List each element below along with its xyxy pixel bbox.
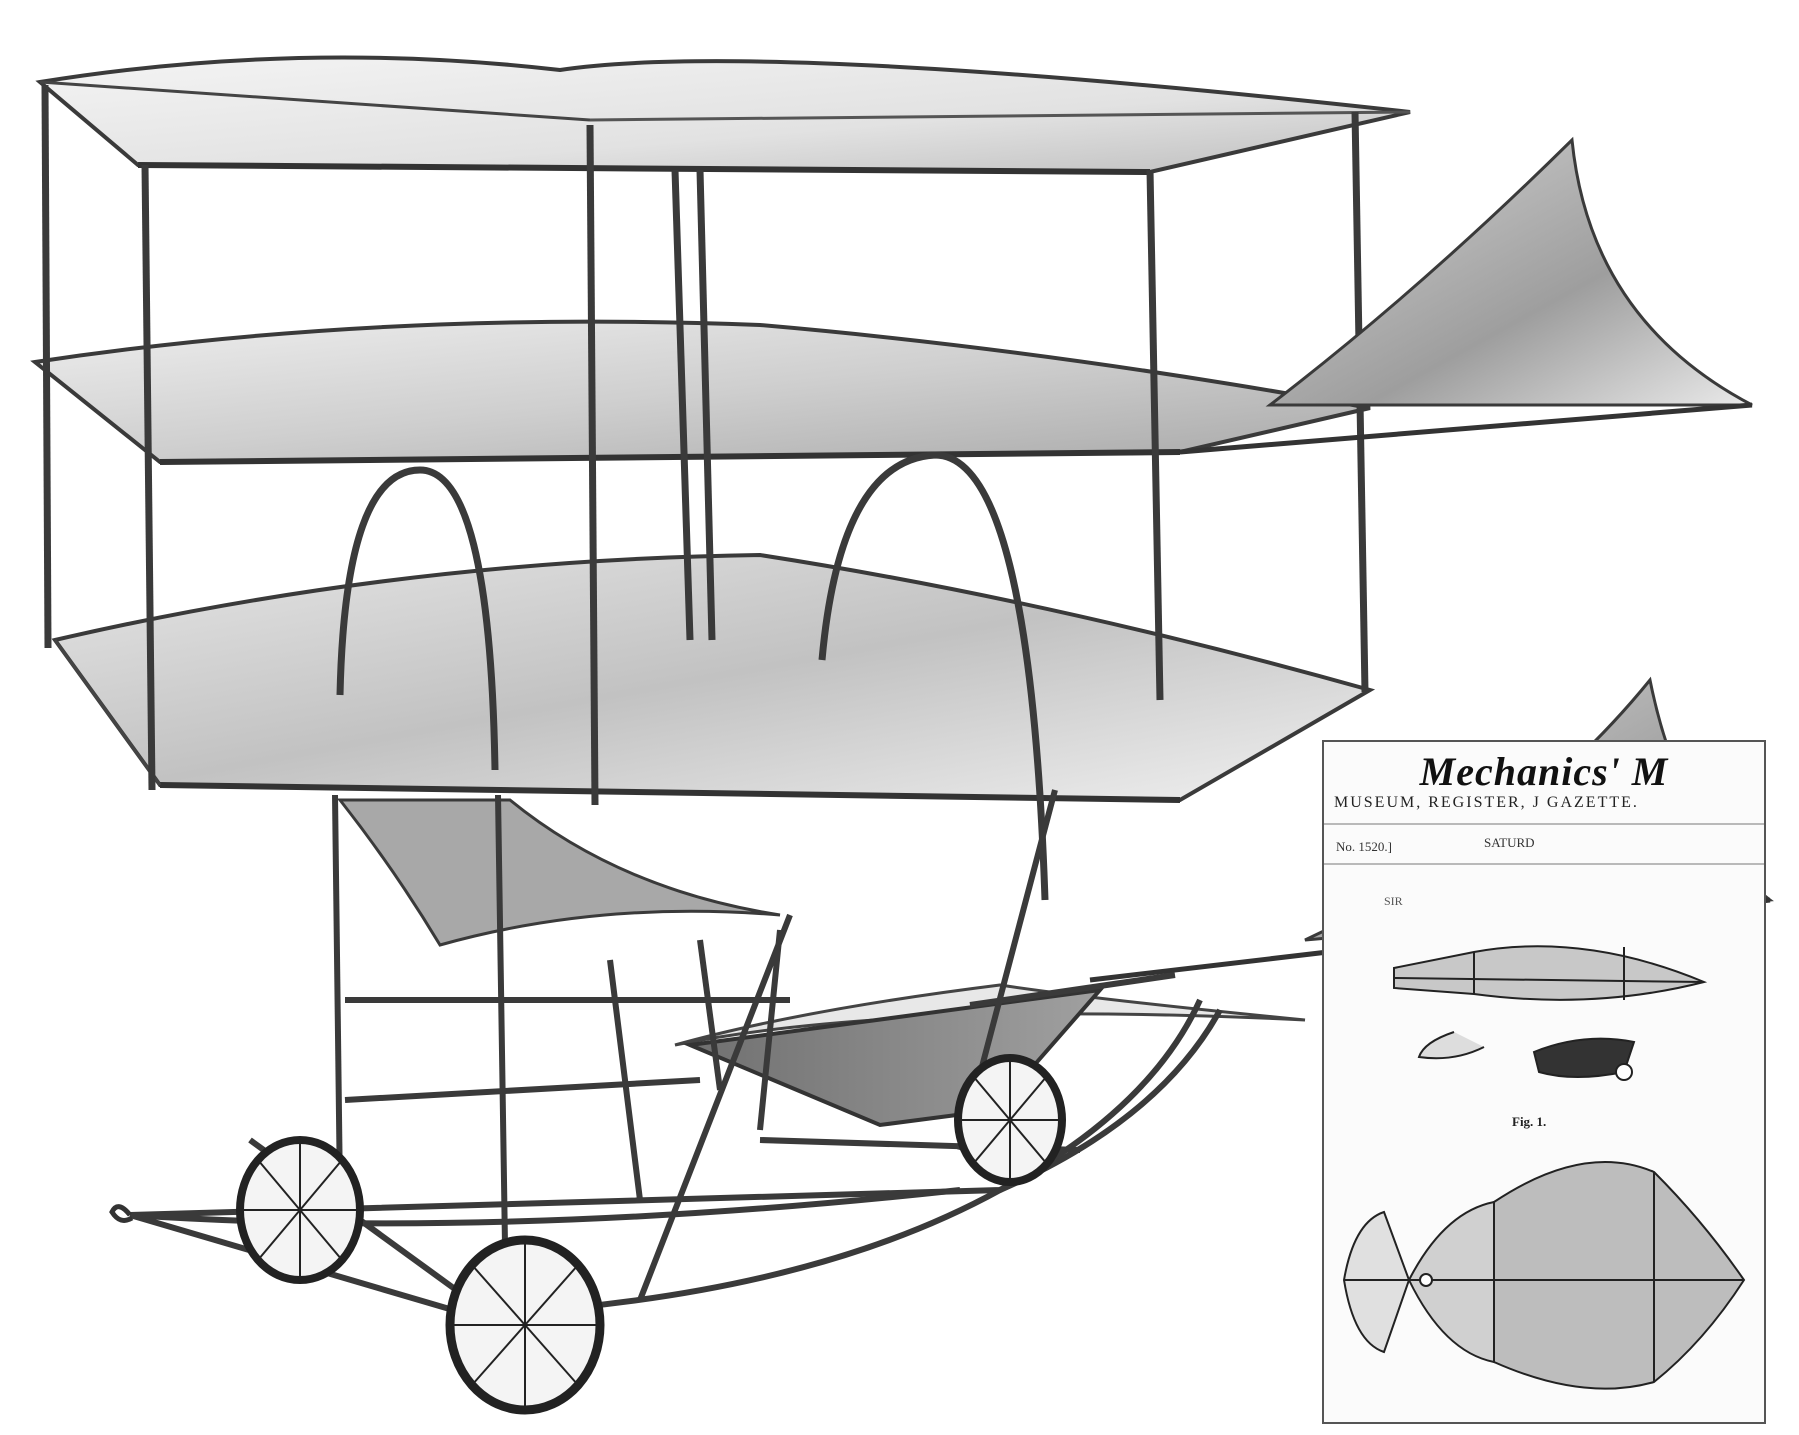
masthead-title: Mechanics' M — [1419, 749, 1669, 794]
issue-date-fragment: SATURD — [1484, 835, 1535, 850]
issue-number: No. 1520.] — [1336, 839, 1392, 854]
side-view-engraving — [1393, 945, 1708, 1081]
nose-hook — [109, 1204, 134, 1223]
top-wing — [35, 55, 1411, 175]
figure-label: Fig. 1. — [1512, 1114, 1547, 1129]
lower-wing — [51, 552, 1376, 803]
upper-tail-fin — [1179, 136, 1753, 455]
frame-hoops — [336, 451, 1049, 901]
under-sail — [336, 798, 781, 947]
wheel-rear-left — [236, 1136, 364, 1284]
wheel-front-left — [445, 1235, 605, 1415]
newspaper-clipping-inset: Mechanics' M MUSEUM, REGISTER, J GAZETTE… — [1322, 740, 1766, 1424]
top-view-engraving — [1342, 1161, 1746, 1390]
engraving-figures — [1324, 823, 1764, 1390]
wheel-rear-right — [954, 1054, 1066, 1186]
masthead-subtitle: MUSEUM, REGISTER, J GAZETTE. — [1334, 794, 1639, 811]
undercarriage-frame — [129, 789, 1223, 1318]
section-fragment: SIR — [1384, 894, 1403, 908]
